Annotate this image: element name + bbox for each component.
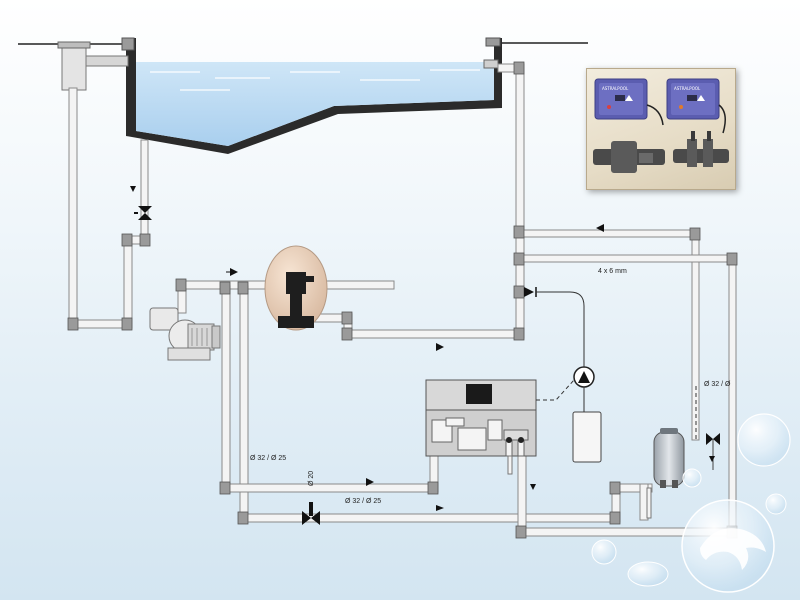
sand-filter — [264, 245, 328, 331]
injection-check-valve — [524, 287, 537, 297]
bottom-line-valve — [302, 502, 320, 525]
pipe-fittings — [67, 61, 738, 539]
control-panel — [425, 379, 537, 457]
pipe-network — [68, 63, 737, 537]
skimmer — [57, 37, 135, 91]
dosing-tubing — [536, 291, 585, 412]
decorative-bubbles — [591, 413, 791, 593]
diameter-label-left: Ø 32 / Ø 25 — [250, 455, 286, 462]
dimension-labels: 4 x 6 mm Ø 32 / Ø 25 Ø 32 / Ø 25 Ø 20 Ø … — [250, 268, 731, 505]
ground-line — [18, 42, 588, 45]
controller-brand-right: ASTRALPOOL — [674, 86, 701, 91]
diameter-label-right: Ø 32 / Ø — [704, 381, 731, 388]
chemical-tank — [572, 411, 602, 463]
dosing-pump — [573, 366, 595, 388]
diameter-label-bottom: Ø 32 / Ø 25 — [345, 498, 381, 505]
main-drain-valve — [134, 206, 152, 220]
heater-tank — [653, 428, 685, 488]
circulation-pump — [149, 307, 221, 361]
drain-outlets — [507, 455, 652, 519]
diameter-label-vertical: Ø 20 — [308, 471, 315, 486]
pool-basin — [126, 38, 502, 154]
product-photo-inset: ASTRALPOOL ASTRALPOOL — [586, 68, 736, 190]
right-tap-valve — [706, 433, 720, 470]
dolphin-logo — [700, 528, 766, 570]
controller-brand-left: ASTRALPOOL — [602, 86, 629, 91]
signal-line — [536, 379, 697, 440]
flow-arrows — [130, 186, 715, 511]
tube-size-label: 4 x 6 mm — [598, 268, 627, 275]
product-photo: ASTRALPOOL ASTRALPOOL — [593, 78, 729, 173]
